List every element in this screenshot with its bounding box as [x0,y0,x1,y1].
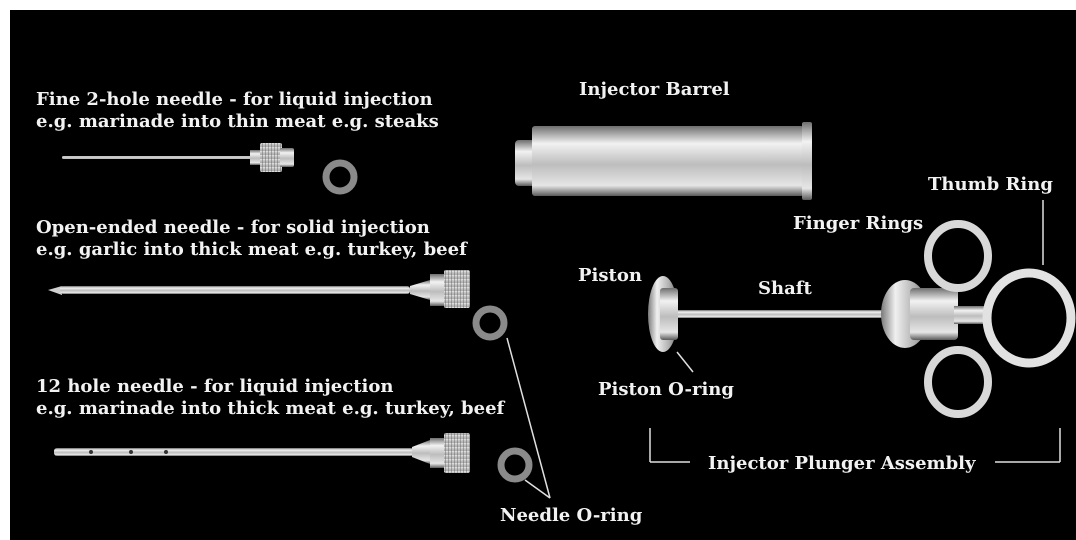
shaft-label: Shaft [758,278,812,300]
plunger-leaders [650,200,1060,462]
needle-2-description-line1: Open-ended needle - for solid injection [36,217,430,239]
needle-2-description-line2: e.g. garlic into thick meat e.g. turkey,… [36,239,467,261]
finger-rings-label: Finger Rings [793,213,923,235]
fine-2-hole-needle [62,143,294,172]
needle-oring-label: Needle O-ring [500,505,642,527]
needle-3-description-line2: e.g. marinade into thick meat e.g. turke… [36,398,504,420]
piston-oring-label: Piston O-ring [598,379,734,401]
plunger-assembly-label: Injector Plunger Assembly [708,453,975,475]
thumb-ring-label: Thumb Ring [928,174,1053,196]
injector-barrel [515,122,812,200]
finger-ring-bottom [928,350,988,414]
needle-oring-1 [326,163,354,191]
injector-barrel-label: Injector Barrel [579,79,730,101]
needle-oring-2 [476,309,504,337]
plunger-shaft [655,310,895,318]
needle-1-description-line2: e.g. marinade into thin meat e.g. steaks [36,111,439,133]
thumb-ring [987,273,1071,363]
open-ended-needle [48,270,470,308]
needle-1-description-line1: Fine 2-hole needle - for liquid injectio… [36,89,433,111]
finger-ring-top [928,224,988,288]
needle-oring-3 [501,451,529,479]
piston-label: Piston [578,265,642,287]
diagram-canvas: Fine 2-hole needle - for liquid injectio… [10,10,1076,540]
twelve-hole-needle [54,433,470,473]
needle-3-description-line1: 12 hole needle - for liquid injection [36,376,393,398]
